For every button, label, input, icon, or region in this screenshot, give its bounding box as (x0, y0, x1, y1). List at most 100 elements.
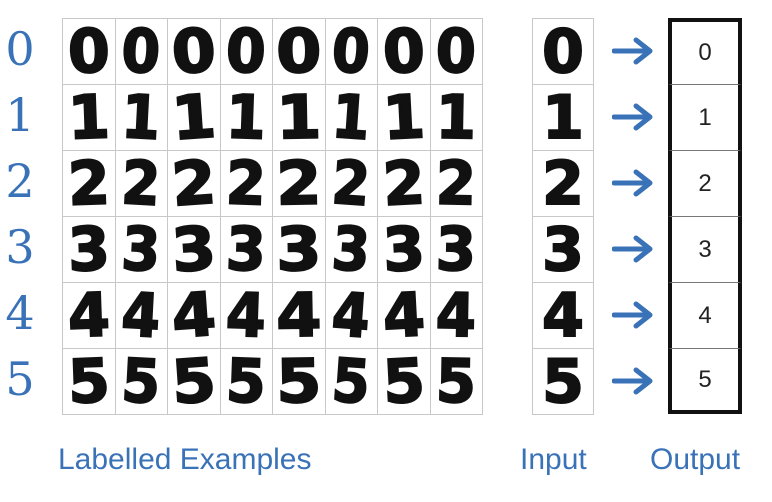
handwritten-digit: 1 (224, 84, 268, 151)
output-cell-2: 2 (668, 150, 742, 216)
handwritten-digit: 2 (380, 150, 427, 217)
handwritten-digit: 5 (380, 348, 427, 415)
right-arrow-icon (612, 37, 653, 65)
example-cell: 5 (429, 348, 483, 415)
input-digit: 1 (541, 84, 585, 151)
row-label-5: 5 (5, 352, 35, 406)
handwritten-digit: 2 (329, 150, 373, 217)
output-cell-4: 4 (668, 282, 742, 348)
example-cell: 3 (377, 216, 431, 283)
example-cell: 0 (272, 18, 326, 85)
example-cell: 1 (114, 84, 168, 151)
handwritten-digit: 1 (329, 84, 373, 151)
example-cell: 0 (377, 18, 431, 85)
example-cell: 5 (324, 348, 378, 415)
row-label-4: 4 (5, 286, 35, 340)
input-digit: 2 (541, 150, 585, 217)
example-cell: 0 (167, 18, 221, 85)
handwritten-digit: 0 (435, 18, 478, 85)
handwritten-digit: 4 (66, 282, 112, 349)
input-cell: 5 (532, 348, 594, 415)
example-cell: 1 (219, 84, 273, 151)
example-cell: 2 (62, 150, 116, 217)
example-cell: 5 (219, 348, 273, 415)
right-arrow-icon (612, 301, 653, 329)
example-cell: 4 (377, 282, 431, 349)
example-cell: 4 (114, 282, 168, 349)
output-cell-5: 5 (668, 348, 742, 414)
example-cell: 3 (114, 216, 168, 283)
output-cell-3: 3 (668, 216, 742, 282)
handwritten-digit: 3 (224, 216, 268, 283)
row-label-2: 2 (5, 154, 35, 208)
handwritten-digit: 4 (275, 282, 323, 349)
caption-input: Input (520, 443, 587, 476)
handwritten-digit: 1 (168, 84, 219, 151)
example-cell: 4 (62, 282, 116, 349)
example-cell: 5 (377, 348, 431, 415)
handwritten-digit: 1 (435, 84, 478, 151)
handwritten-digit: 5 (224, 348, 268, 415)
output-cell-1: 1 (668, 84, 742, 150)
handwritten-digit: 3 (275, 216, 323, 283)
handwritten-digit: 3 (119, 216, 163, 283)
example-cell: 4 (167, 282, 221, 349)
handwritten-digit: 1 (119, 84, 163, 151)
handwritten-digit: 2 (275, 150, 323, 217)
handwritten-digit: 5 (435, 348, 478, 415)
input-cell: 4 (532, 282, 594, 349)
example-cell: 2 (114, 150, 168, 217)
example-cell: 2 (272, 150, 326, 217)
row-label-1: 1 (5, 88, 35, 142)
example-cell: 5 (62, 348, 116, 415)
example-cell: 5 (272, 348, 326, 415)
example-cell: 3 (219, 216, 273, 283)
handwritten-digit: 0 (119, 18, 163, 85)
output-cell-0: 0 (668, 18, 742, 84)
example-cell: 3 (324, 216, 378, 283)
handwritten-digit: 0 (66, 18, 112, 85)
example-cell: 4 (272, 282, 326, 349)
example-cell: 5 (114, 348, 168, 415)
handwritten-digit: 2 (168, 150, 219, 217)
example-cell: 2 (429, 150, 483, 217)
handwritten-digit: 4 (224, 282, 268, 349)
input-digit: 5 (541, 348, 585, 415)
right-arrow-icon (612, 169, 653, 197)
example-cell: 2 (219, 150, 273, 217)
example-cell: 3 (429, 216, 483, 283)
example-cell: 2 (324, 150, 378, 217)
example-cell: 4 (429, 282, 483, 349)
example-cell: 2 (167, 150, 221, 217)
caption-labelled-examples: Labelled Examples (58, 443, 312, 476)
handwritten-digit: 3 (380, 216, 427, 283)
input-cell: 2 (532, 150, 594, 217)
handwritten-digit: 4 (435, 282, 478, 349)
caption-output: Output (650, 443, 741, 476)
example-cell: 4 (324, 282, 378, 349)
right-arrow-icon (612, 235, 653, 263)
handwritten-digit: 5 (119, 348, 163, 415)
input-cell: 0 (532, 18, 594, 85)
example-cell: 3 (272, 216, 326, 283)
right-arrow-icon (612, 103, 653, 131)
handwritten-digit: 1 (380, 84, 427, 151)
right-arrow-icon (612, 367, 653, 395)
example-cell: 1 (377, 84, 431, 151)
handwritten-digit: 3 (66, 216, 112, 283)
handwritten-digit: 2 (435, 150, 478, 217)
example-cell: 1 (167, 84, 221, 151)
example-cell: 1 (429, 84, 483, 151)
handwritten-digit: 0 (168, 18, 219, 85)
example-cell: 1 (324, 84, 378, 151)
handwritten-digit: 0 (275, 18, 323, 85)
handwritten-digit: 3 (435, 216, 478, 283)
input-cell: 3 (532, 216, 594, 283)
row-label-3: 3 (5, 220, 35, 274)
example-cell: 0 (324, 18, 378, 85)
handwritten-digit: 2 (119, 150, 163, 217)
input-cell: 1 (532, 84, 594, 151)
example-cell: 3 (167, 216, 221, 283)
handwritten-digit: 4 (329, 282, 373, 349)
handwritten-digit: 0 (224, 18, 268, 85)
